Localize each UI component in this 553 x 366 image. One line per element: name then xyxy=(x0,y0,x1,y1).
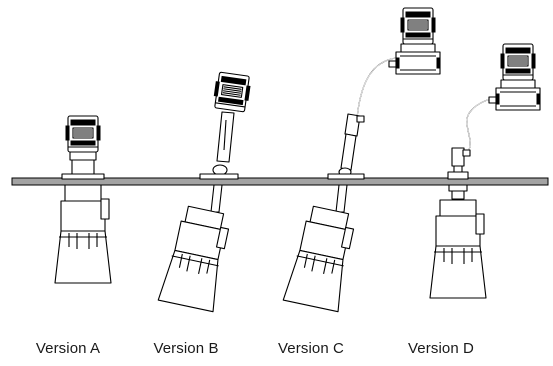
version-d-label: Version D xyxy=(408,340,474,357)
version-d-device xyxy=(429,44,540,299)
mounting-plate xyxy=(11,177,549,186)
version-a-label: Version A xyxy=(35,340,101,357)
version-c-device xyxy=(282,8,440,313)
version-b-device xyxy=(157,71,252,313)
version-c-label: Version C xyxy=(278,340,344,357)
version-b-label: Version B xyxy=(153,340,219,357)
version-a-device xyxy=(54,115,112,284)
